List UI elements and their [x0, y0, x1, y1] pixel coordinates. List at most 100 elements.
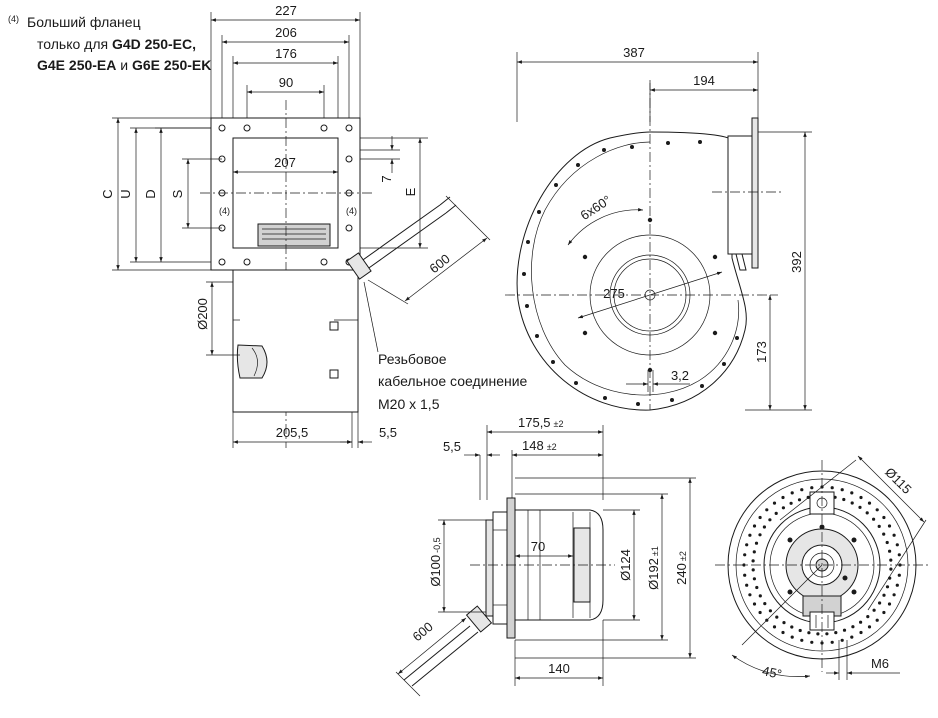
blade-dot: [768, 609, 773, 613]
blade-dot: [816, 632, 820, 636]
blade-dot: [897, 573, 901, 577]
blade-dot: [762, 525, 767, 529]
blade-dot: [897, 553, 901, 557]
blade-dot: [775, 615, 779, 619]
blade-dot: [882, 532, 886, 536]
housing-wall: [506, 497, 516, 639]
blade-dot: [875, 618, 879, 622]
dim-387: 387: [623, 45, 645, 60]
side-view: 387 194: [505, 45, 812, 411]
dim-175-5: 175,5±2: [518, 415, 564, 430]
dim-240: 240±2: [674, 551, 689, 585]
blade-dot: [858, 505, 862, 509]
label-c: C: [100, 189, 115, 198]
front-view: 227 206 176 90 207: [100, 3, 491, 448]
blade-dot: [790, 491, 794, 495]
blade-dot: [859, 495, 863, 500]
blade-dot: [866, 615, 870, 619]
blade-dot: [800, 638, 804, 642]
dim-line-600-front: [404, 237, 488, 302]
blade-dot: [754, 541, 759, 545]
blade-dot: [889, 567, 893, 571]
note-line-2: только для G4D 250-EC,: [37, 36, 196, 52]
cable-note-line-1: Резьбовое: [378, 351, 447, 367]
dim-205-5: 205,5: [276, 425, 309, 440]
blade-dot: [807, 631, 811, 635]
blade-dot: [877, 524, 881, 529]
blade-dot: [758, 515, 762, 520]
dim-207: 207: [274, 155, 296, 170]
blade-dot: [842, 497, 846, 502]
end-view: Ø115 45° M6: [715, 455, 930, 682]
dim-173: 173: [754, 341, 769, 363]
dim-227: 227: [275, 3, 297, 18]
cable-gland-note: Резьбовое кабельное соединение M20 x 1,5: [378, 351, 528, 412]
dim-70: 70: [531, 539, 545, 554]
dim-line-600-motor: [397, 617, 467, 675]
blade-dot: [752, 577, 757, 581]
blade-dot: [885, 585, 890, 589]
dim-d115: Ø115: [882, 464, 914, 496]
mark-4-right: (4): [346, 206, 357, 216]
blade-dot: [763, 602, 767, 606]
motor-mount: [492, 511, 508, 625]
blade-dot: [810, 486, 814, 490]
dim-600-front: 600: [427, 251, 453, 276]
dim-275: 275: [603, 286, 625, 301]
blade-dot: [745, 543, 749, 547]
blade-dot: [797, 498, 802, 502]
blade-dot: [887, 524, 892, 528]
blade-dot: [872, 517, 876, 521]
note-marker: (4): [8, 14, 19, 24]
impeller-section: [257, 223, 331, 247]
blade-dot: [782, 621, 786, 625]
blade-dot: [859, 630, 863, 635]
blade-dot: [851, 625, 855, 629]
label-u: U: [118, 189, 133, 198]
dim-600-motor: 600: [410, 619, 436, 644]
blade-dot: [850, 635, 854, 639]
dim-206: 206: [275, 25, 297, 40]
blade-dot: [895, 543, 899, 547]
blade-dot: [892, 593, 896, 597]
blade-dot: [889, 558, 893, 562]
dim-90: 90: [279, 75, 293, 90]
blade-dot: [825, 632, 829, 636]
blade-dot: [758, 533, 762, 537]
blade-dot: [755, 585, 759, 590]
mark-4-left: (4): [219, 206, 230, 216]
blade-dot: [830, 640, 834, 644]
blade-dot: [850, 501, 854, 505]
blade-dot: [865, 511, 869, 515]
dim-194: 194: [693, 73, 715, 88]
dim-d192: Ø192±1: [646, 546, 661, 590]
blade-dot: [800, 488, 804, 492]
blade-dot: [789, 501, 793, 505]
cable-front: [359, 204, 441, 263]
blade-dot: [840, 488, 844, 492]
blade-dot: [842, 628, 847, 632]
blade-dot: [742, 563, 746, 567]
blade-dot: [751, 568, 755, 572]
blade-dot: [758, 594, 762, 598]
blade-dot: [743, 553, 747, 557]
blade-dot: [790, 625, 794, 629]
impeller-blades: [742, 485, 902, 645]
blade-dot: [882, 593, 886, 597]
dim-line-275: [577, 271, 723, 319]
dim-148: 148±2: [522, 438, 557, 453]
blade-dot: [748, 593, 752, 597]
blade-dot: [765, 508, 769, 512]
dim-392: 392: [789, 251, 804, 273]
dim-d100: Ø100-0,5: [428, 537, 443, 586]
blade-dot: [878, 601, 882, 605]
dim-140: 140: [548, 661, 570, 676]
blade-dot: [888, 549, 892, 553]
dim-line-d115: [857, 455, 925, 523]
blade-dot: [768, 518, 772, 522]
blade-dot: [859, 620, 863, 624]
volute-rivets: [522, 140, 739, 406]
blade-dot: [772, 625, 777, 629]
blade-dot: [748, 533, 752, 537]
